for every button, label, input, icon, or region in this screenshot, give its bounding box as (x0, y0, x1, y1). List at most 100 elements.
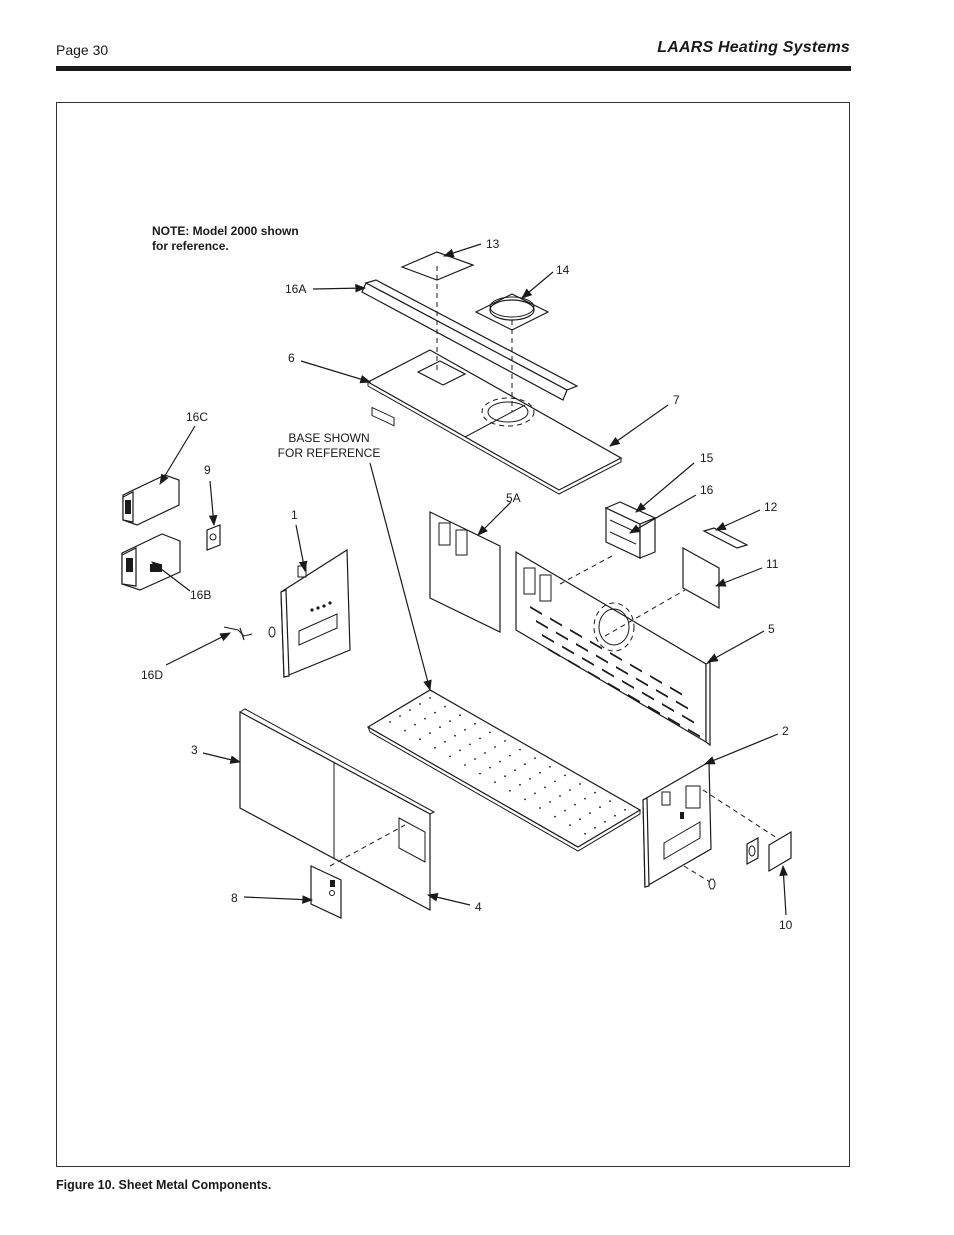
callout-5: 5 (768, 622, 775, 636)
rivet-dot (589, 812, 591, 815)
louver-slot (656, 689, 668, 698)
callout-13: 13 (486, 237, 500, 251)
louver-slot (662, 703, 674, 712)
rivet-dot (484, 752, 486, 754)
louver-slot (610, 652, 622, 661)
part-5a-partition (429, 511, 501, 633)
rivet-dot (494, 746, 496, 748)
part-12-bracket (702, 527, 749, 549)
base-note-line2: FOR REFERENCE (278, 446, 381, 460)
rivet-dot (514, 769, 516, 772)
rivet-dot (509, 754, 511, 757)
louver-slot (642, 691, 654, 701)
rivet-dot (554, 780, 556, 783)
rivet-dot (554, 815, 556, 818)
part-2-side-panel (642, 760, 716, 890)
callout-7: 7 (673, 393, 680, 407)
louver-slot (576, 643, 588, 652)
part-5-rear-panel (515, 550, 711, 747)
rivet-dot (564, 774, 566, 777)
rivet-dot (469, 743, 471, 746)
louver-slot (688, 728, 700, 738)
rivet-dot (459, 714, 461, 717)
rivet-dot (489, 731, 491, 734)
base-note-line1: BASE SHOWN (288, 431, 369, 445)
rivet-dot (599, 806, 601, 809)
rivet-dot (524, 763, 526, 766)
louver-slot (582, 657, 594, 666)
louver-slot (542, 634, 554, 643)
page-number: Page 30 (56, 42, 109, 58)
rivet-dot (409, 709, 411, 711)
rivet-dot (414, 723, 416, 726)
rivet-dot (544, 786, 546, 789)
callout-16a: 16A (285, 282, 306, 296)
callout-2: 2 (782, 724, 789, 738)
base-assembly (366, 689, 642, 852)
louver-slot (570, 629, 582, 638)
rivet-dot (529, 777, 531, 780)
rivet-dot (399, 715, 401, 717)
rivet-dot (439, 726, 441, 729)
rivet-dot (534, 792, 536, 795)
callout-12: 12 (764, 500, 778, 514)
rivet-dot (429, 697, 431, 699)
rivet-dot (584, 797, 586, 800)
part-10-cover (746, 830, 792, 873)
louver-slot (668, 717, 680, 726)
rivet-dot (459, 749, 461, 752)
callout-15: 15 (700, 451, 714, 465)
louver-slot (550, 617, 562, 627)
louver-slot (590, 640, 602, 650)
louver-slot (628, 694, 640, 703)
rivet-dot (449, 755, 451, 758)
rivet-dot (479, 737, 481, 740)
louver-slot (530, 606, 542, 615)
callout-5a: 5A (506, 491, 521, 505)
callout-9: 9 (204, 463, 211, 477)
rivet-dot (504, 775, 506, 778)
callout-3: 3 (191, 743, 198, 757)
rivet-dot (604, 820, 606, 823)
callout-16d: 16D (141, 668, 163, 682)
rivet-dot (434, 746, 436, 749)
louver-slot (670, 686, 682, 696)
rivet-dot (474, 722, 476, 725)
callout-16: 16 (700, 483, 714, 497)
header-rule (56, 66, 851, 71)
part-8-access-plate (310, 865, 342, 919)
rivet-dot (519, 783, 521, 786)
callout-16b: 16B (190, 588, 211, 602)
brand-title: LAARS Heating Systems (657, 39, 850, 56)
rivet-dot (564, 809, 566, 812)
rivet-dot (559, 795, 561, 797)
rivet-dot (454, 734, 456, 737)
rivet-dot (624, 808, 626, 811)
louver-slot (622, 680, 634, 689)
louver-slot (548, 648, 560, 657)
part-3-4-front-panels (239, 708, 436, 912)
part-11-plate (682, 546, 720, 610)
rivet-dot (419, 703, 421, 705)
rivet-dot (479, 772, 481, 775)
rivet-dot (534, 757, 536, 760)
part-1-side-panel (268, 548, 351, 678)
louver-slot (608, 682, 620, 692)
rivet-dot (389, 721, 391, 723)
callout-10: 10 (779, 918, 793, 932)
callout-1: 1 (291, 508, 298, 522)
louver-slot (636, 677, 648, 687)
louver-slot (536, 620, 548, 629)
part-6-7-top-panels (366, 349, 623, 495)
rivet-dot (489, 766, 491, 769)
rivet-dot (464, 764, 466, 766)
rivet-dot (614, 814, 616, 817)
rivet-dot (609, 800, 611, 803)
rivet-dot (429, 732, 431, 735)
rivet-dot (539, 807, 541, 809)
rivet-dot (569, 789, 571, 791)
rivet-dot (434, 711, 436, 714)
part-16c-side-cover (122, 474, 180, 526)
part-16d-bracket (223, 626, 253, 641)
